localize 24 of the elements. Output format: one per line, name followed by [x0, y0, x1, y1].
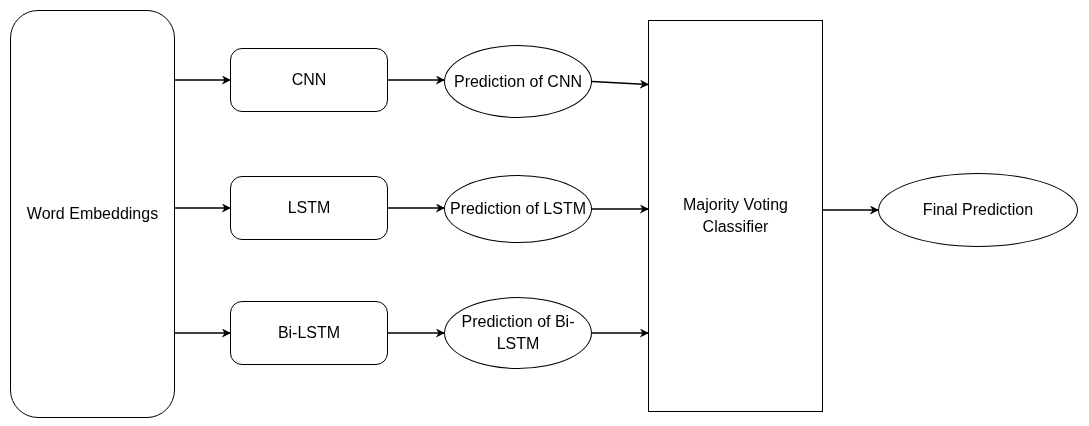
node-label: CNN — [290, 70, 328, 91]
input-box — [10, 10, 175, 418]
arrow — [591, 204, 649, 214]
arrow — [822, 205, 879, 215]
node-label: LSTM — [286, 198, 332, 219]
model-box — [230, 301, 388, 365]
node-label: Prediction of CNN — [452, 71, 583, 92]
arrow — [387, 328, 445, 338]
node-label: Final Prediction — [921, 200, 1035, 221]
classifier-box — [648, 20, 823, 412]
node-label: Bi-LSTM — [276, 323, 342, 344]
model-box — [230, 48, 388, 112]
node-label: Word Embeddings — [25, 204, 160, 225]
node-label: Prediction of LSTM — [448, 199, 588, 220]
model-box — [230, 176, 388, 240]
arrow — [387, 75, 445, 85]
arrow — [174, 75, 231, 85]
arrow — [174, 203, 231, 213]
node-label: Prediction of Bi-LSTM — [460, 312, 576, 354]
node-label: Majority Voting Classifier — [682, 195, 789, 237]
arrow — [387, 203, 445, 213]
arrow — [591, 79, 649, 89]
arrow — [174, 328, 231, 338]
arrow — [591, 328, 649, 338]
